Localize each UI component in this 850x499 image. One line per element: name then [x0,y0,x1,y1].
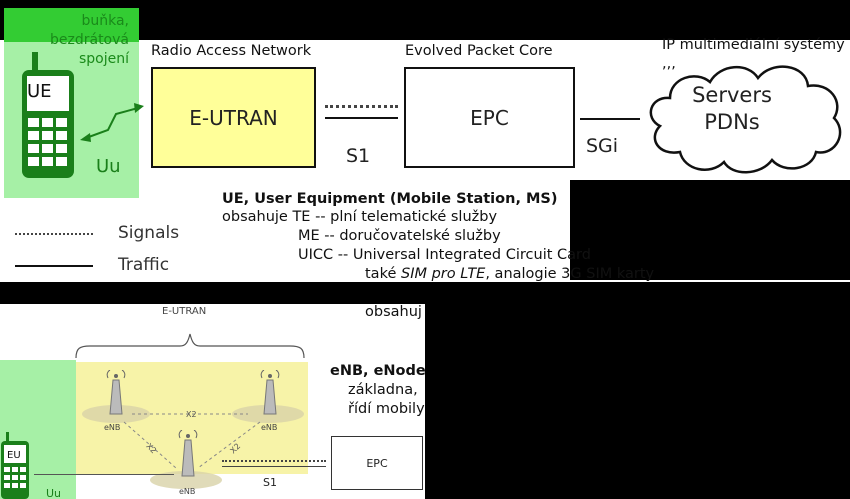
enb-antenna-icon [260,370,280,415]
cloud-text: Servers PDNs [686,82,778,136]
ue-description-line: obsahuj [365,304,422,320]
enb-description-line: základna, [348,382,418,398]
phone-icon [1,432,29,499]
sgi-label: SGi [586,135,619,157]
s1-label: S1 [263,476,277,489]
cloud-text-line: PDNs [704,110,760,134]
eutran-box: E-UTRAN [151,67,316,168]
enb-description-line: řídí mobily [348,401,425,417]
phone-icon [22,52,74,178]
legend-traffic-label: Traffic [118,255,170,275]
ue-description-line: UICC -- Universal Integrated Circuit Car… [298,247,591,263]
uu-label: Uu [96,156,121,177]
legend-signals-line [15,233,93,235]
s1-traffic-line [222,466,326,467]
ue-note-line: buňka, [81,13,129,29]
eutran-area-label: E-UTRAN [162,306,207,317]
enb-label: eNB [104,423,121,432]
ims-header-line: IP multimediální systémy [662,37,845,53]
ue-description-line: obsahuje TE -- plní telematické služby [222,209,498,225]
ue-panel-top-strip [4,8,139,42]
s1-traffic-line [325,117,398,119]
ue-description-title: UE, User Equipment (Mobile Station, MS) [222,191,558,207]
eu-link-line [34,474,174,475]
epc-header: Evolved Packet Core [405,43,553,59]
top-black-bar [0,0,850,40]
epc-box-label: EPC [366,456,388,470]
ue-description-line-pre: také [365,266,401,282]
epc-box-label: EPC [470,105,509,130]
enb-label: eNB [179,487,196,496]
ue-description-line: ME -- doručovatelské služby [298,228,501,244]
bottom-right-black [425,304,850,499]
cloud-text-line: Servers [692,83,772,107]
legend: Signals Traffic [10,222,200,280]
s1-signal-line [222,460,326,462]
uu-label: Uu [46,487,62,499]
eutran-bracket [75,333,305,359]
ue-note-line: spojení [78,51,129,67]
radio-link-arrow-icon [80,103,144,142]
ue-description-line-em: SIM pro LTE [400,266,486,282]
epc-box: EPC [404,67,575,168]
legend-traffic-line [15,265,93,267]
enb-description-title: eNB, eNode [330,363,426,379]
ue-label: UE [27,81,52,102]
ue-description-line: také SIM pro LTE, analogie 3G SIM karty [365,265,654,284]
sgi-line [580,118,640,120]
eutran-box-label: E-UTRAN [189,105,278,130]
eu-label: EU [7,450,21,461]
middle-black-band [0,282,850,304]
cloud-icon [649,65,842,174]
s1-signal-line [325,105,398,108]
enb-antenna-icon [106,370,126,415]
epc-box: EPC [331,436,423,490]
ue-note: buňka, bezdrátová spojení [50,12,129,69]
ims-header: IP multimediální systémy ,,, [662,36,845,74]
ue-note-line: bezdrátová [50,32,129,48]
ue-description-line-post: , analogie 3G SIM karty [485,266,655,282]
enb-label: eNB [261,423,278,432]
ran-header: Radio Access Network [151,43,312,59]
enb-antenna-icon [178,430,198,477]
right-black-bar [570,180,850,280]
legend-signals-label: Signals [118,223,180,243]
top-diagram: buňka, bezdrátová spojení UE Uu Radio Ac… [0,0,850,280]
bottom-diagram: E-UTRAN eNB eNB eNB X2 X2 X2 [0,304,425,499]
s1-label: S1 [346,145,371,167]
ims-header-line: ,,, [662,56,676,72]
x2-label: X2 [186,410,197,419]
